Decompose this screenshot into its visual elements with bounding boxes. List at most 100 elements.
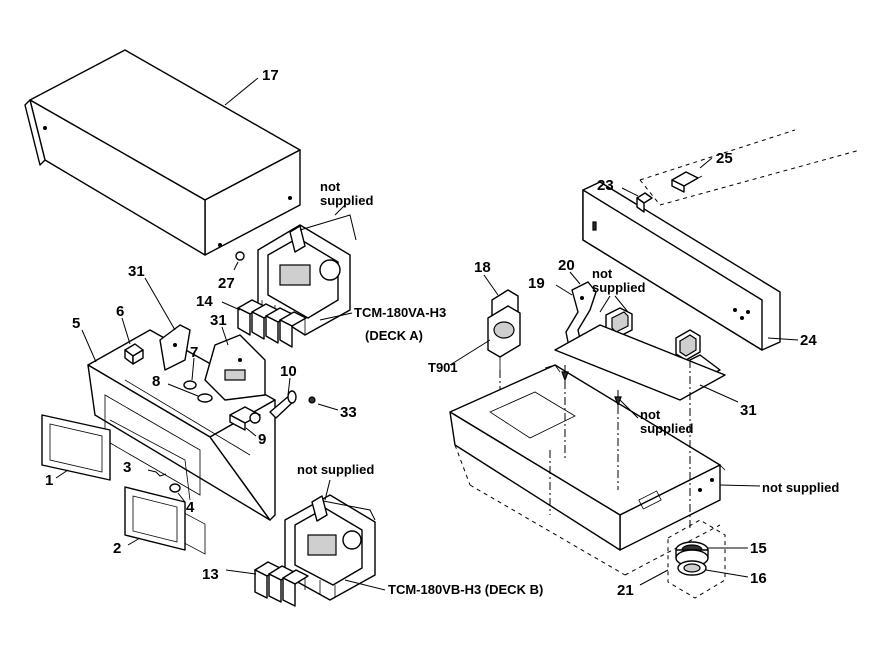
not-supplied-note-4: not supplied — [297, 462, 374, 477]
part-label-31b: 31 — [210, 312, 227, 329]
part-label-31a: 31 — [128, 263, 145, 280]
leader-19 — [555, 284, 573, 296]
leader-21 — [639, 569, 669, 586]
leader-18 — [483, 274, 499, 296]
rear-panel-24 — [582, 181, 781, 351]
leader-13 — [225, 569, 257, 575]
part-label-7: 7 — [190, 344, 198, 361]
clamp-23 — [636, 192, 653, 213]
not-supplied-note-2a: not — [592, 266, 613, 281]
cassette-window-1 — [41, 414, 111, 481]
leader-9 — [245, 427, 257, 437]
part-label-18: 18 — [474, 259, 491, 276]
not-supplied-note-1b: supplied — [320, 193, 374, 208]
bracket-31-left — [159, 324, 191, 371]
spring-3 — [147, 469, 167, 477]
part-label-24: 24 — [800, 332, 817, 349]
part-label-4: 4 — [186, 499, 195, 516]
deck-a-mechanism — [257, 214, 357, 336]
leader-8 — [167, 383, 199, 397]
part-label-31c: 31 — [740, 402, 757, 419]
leader-not-supplied-1 — [334, 204, 346, 216]
leader-31c — [699, 384, 739, 403]
part-label-3: 3 — [123, 459, 131, 476]
leader-17 — [224, 77, 259, 106]
not-supplied-note-3b: supplied — [640, 421, 694, 436]
leader-24 — [767, 337, 799, 341]
leader-10 — [287, 377, 291, 396]
part-label-20: 20 — [558, 257, 575, 274]
shaft-10 — [269, 390, 297, 419]
deck-a-model-label: TCM-180VA-H3 — [354, 305, 446, 320]
not-supplied-note-3a: not — [640, 407, 661, 422]
ac-cord-outline — [639, 129, 861, 206]
connector-right — [675, 329, 701, 361]
transformer-18 — [487, 289, 521, 395]
part-label-21: 21 — [617, 582, 634, 599]
leader-14 — [221, 301, 241, 311]
leader-t901 — [449, 339, 491, 366]
deck-a-label: (DECK A) — [365, 328, 423, 343]
leader-7 — [191, 357, 195, 381]
part-label-15: 15 — [750, 540, 767, 557]
not-supplied-note-5: not supplied — [762, 480, 839, 495]
part-label-5: 5 — [72, 315, 80, 332]
leader-23 — [621, 187, 639, 197]
part-label-23: 23 — [597, 177, 614, 194]
leader-not-supplied-3 — [619, 399, 639, 419]
leader-31a — [144, 277, 176, 331]
leader-1 — [55, 469, 69, 479]
part-label-8: 8 — [152, 373, 160, 390]
part-label-16: 16 — [750, 570, 767, 587]
deck-a-keys-14 — [237, 299, 307, 348]
chassis-bottom-outline — [454, 444, 721, 576]
pcb-31-right — [554, 324, 726, 401]
plug-25 — [671, 171, 703, 193]
part-label-2: 2 — [113, 540, 121, 557]
leader-not-supplied-5 — [719, 484, 761, 487]
bracket-31-center — [204, 334, 266, 401]
leader-5 — [81, 329, 97, 363]
leader-deck-a — [319, 312, 353, 321]
chassis — [449, 354, 726, 551]
not-supplied-note-2b: supplied — [592, 280, 646, 295]
arrow-not-supplied-2b — [614, 295, 629, 313]
part-label-6: 6 — [116, 303, 124, 320]
part-label-10: 10 — [280, 363, 297, 380]
leader-25 — [699, 157, 713, 169]
screws-chassis — [549, 365, 622, 515]
screw-33 — [308, 396, 316, 404]
deck-b-label: TCM-180VB-H3 (DECK B) — [388, 582, 543, 597]
damper-4 — [169, 483, 181, 493]
leader-16 — [705, 569, 749, 578]
part-8 — [197, 393, 213, 403]
part-label-27: 27 — [218, 275, 235, 292]
part-label-33: 33 — [340, 404, 357, 421]
part-label-19: 19 — [528, 275, 545, 292]
part-9 — [229, 406, 261, 431]
part-label-1: 1 — [45, 472, 53, 489]
leader-31b — [221, 326, 229, 346]
screw-27 — [233, 251, 245, 271]
leader-6 — [121, 317, 131, 345]
knob-7 — [183, 380, 197, 390]
part-label-14: 14 — [196, 293, 213, 310]
leader-4 — [177, 492, 186, 503]
button-6 — [124, 343, 144, 365]
cassette-window-2 — [124, 486, 186, 551]
not-supplied-note-1a: not — [320, 179, 341, 194]
leader-not-supplied-4 — [324, 479, 331, 501]
foot-assembly-box — [667, 519, 726, 599]
t901-label: T901 — [428, 360, 458, 375]
leader-33 — [317, 403, 339, 411]
part-label-9: 9 — [258, 431, 266, 448]
foot-16 — [677, 560, 707, 576]
arrow-not-supplied-2a — [599, 295, 611, 313]
top-cover-17 — [24, 49, 301, 256]
deck-b-keys-13 — [254, 561, 309, 607]
part-label-25: 25 — [716, 150, 733, 167]
leader-20 — [569, 271, 581, 285]
part-label-13: 13 — [202, 566, 219, 583]
leader-deck-b — [344, 579, 386, 591]
